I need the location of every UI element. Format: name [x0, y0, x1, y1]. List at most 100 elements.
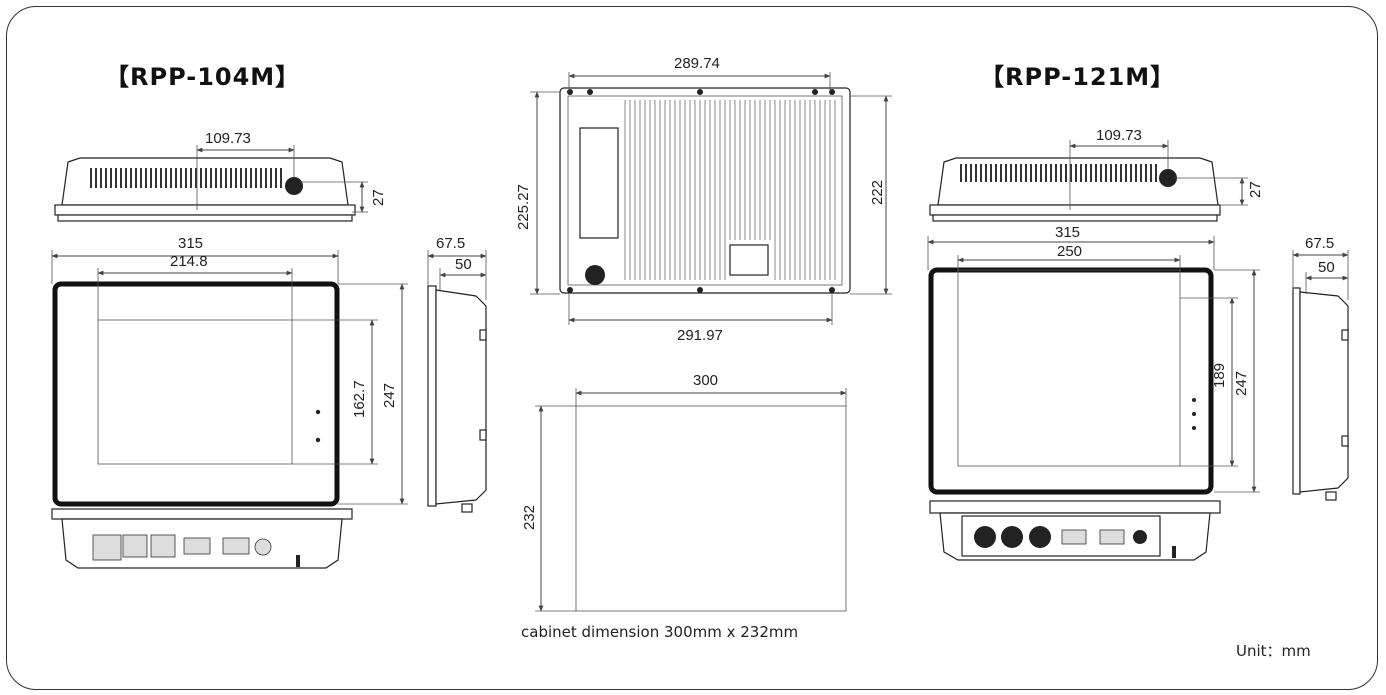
cooling-fin — [1050, 164, 1052, 182]
dim-rear-bottom-width: 291.97 — [677, 327, 723, 344]
cooling-fin — [195, 168, 197, 188]
cooling-fin — [970, 164, 972, 182]
cooling-fin — [275, 168, 277, 188]
cooling-fin — [1125, 164, 1127, 182]
cooling-fin — [135, 168, 137, 188]
cooling-fin — [1130, 164, 1132, 182]
cooling-fin — [175, 168, 177, 188]
dim-104m-front-width: 315 — [178, 235, 203, 252]
cooling-fin — [1105, 164, 1107, 182]
cooling-fin — [155, 168, 157, 188]
cooling-fin — [1135, 164, 1137, 182]
cooling-fin — [215, 168, 217, 188]
cooling-fin — [265, 168, 267, 188]
cooling-fin — [1090, 164, 1092, 182]
cooling-fin — [975, 164, 977, 182]
cooling-fin — [90, 168, 92, 188]
cooling-fin — [1060, 164, 1062, 182]
cooling-fin — [95, 168, 97, 188]
cooling-fin — [255, 168, 257, 188]
dim-104m-side-body: 50 — [455, 256, 472, 273]
cooling-fin — [105, 168, 107, 188]
dim-104m-screen-height: 162.7 — [351, 380, 368, 418]
cooling-fin — [225, 168, 227, 188]
cooling-fin — [1100, 164, 1102, 182]
dim-121m-top-width: 109.73 — [1096, 127, 1142, 144]
dim-104m-side-depth: 67.5 — [436, 235, 465, 252]
cooling-fin — [1120, 164, 1122, 182]
cooling-fin — [1080, 164, 1082, 182]
cooling-fin — [240, 168, 242, 188]
dim-cabinet-height: 232 — [521, 505, 538, 530]
dim-104m-top-width: 109.73 — [205, 130, 251, 147]
cooling-fin — [205, 168, 207, 188]
cooling-fin — [145, 168, 147, 188]
dim-rear-top-width: 289.74 — [674, 55, 720, 72]
rpp104m-side-view — [427, 250, 487, 513]
dim-121m-screen-height: 189 — [1211, 363, 1228, 388]
cooling-fin — [960, 164, 962, 182]
cooling-fin — [990, 164, 992, 182]
cooling-fin — [1005, 164, 1007, 182]
dim-121m-screen-width: 250 — [1057, 243, 1082, 260]
cooling-fin — [220, 168, 222, 188]
mounting-screw — [567, 287, 573, 293]
drawing-frame — [6, 6, 1378, 690]
cooling-fin — [200, 168, 202, 188]
cooling-fin — [190, 168, 192, 188]
cooling-fin — [1095, 164, 1097, 182]
cooling-fin — [1145, 164, 1147, 182]
cooling-fin — [1040, 164, 1042, 182]
mounting-screw — [587, 89, 593, 95]
unit-label: Unit：mm — [1236, 642, 1311, 660]
mounting-screw — [829, 287, 835, 293]
cooling-fin — [1115, 164, 1117, 182]
cooling-fin — [995, 164, 997, 182]
dim-121m-front-width: 315 — [1055, 224, 1080, 241]
cooling-fin — [120, 168, 122, 188]
rpp121m-front-view — [927, 236, 1260, 495]
cooling-fin — [1025, 164, 1027, 182]
mounting-screw — [697, 287, 703, 293]
dim-121m-front-height: 247 — [1233, 371, 1250, 396]
rpp121m-io-view — [929, 500, 1221, 561]
dim-104m-front-height: 247 — [381, 383, 398, 408]
mounting-screw — [697, 89, 703, 95]
dim-104m-screen-width: 214.8 — [170, 253, 208, 270]
dim-cabinet-width: 300 — [693, 372, 718, 389]
cooling-fin — [160, 168, 162, 188]
cooling-fin — [965, 164, 967, 182]
dim-121m-side-body: 50 — [1318, 259, 1335, 276]
cooling-fin — [1045, 164, 1047, 182]
cooling-fin — [1140, 164, 1142, 182]
title-rpp-121m: 【RPP-121M】 — [980, 63, 1175, 91]
mounting-screw — [812, 89, 818, 95]
cooling-fin — [1075, 164, 1077, 182]
cooling-fin — [170, 168, 172, 188]
cooling-fin — [115, 168, 117, 188]
rpp104m-io-view — [51, 508, 353, 569]
cooling-fin — [1035, 164, 1037, 182]
cooling-fin — [980, 164, 982, 182]
cooling-fin — [1030, 164, 1032, 182]
rpp121m-side-view — [1292, 250, 1349, 501]
cooling-fin — [1155, 164, 1157, 182]
cooling-fin — [1055, 164, 1057, 182]
dim-121m-side-depth: 67.5 — [1305, 235, 1334, 252]
cooling-fin — [280, 168, 282, 188]
cooling-fin — [1085, 164, 1087, 182]
cooling-fin — [260, 168, 262, 188]
title-rpp-104m: 【RPP-104M】 — [105, 63, 300, 91]
cooling-fin — [110, 168, 112, 188]
cooling-fin — [150, 168, 152, 188]
cooling-fin — [140, 168, 142, 188]
dim-rear-left-height: 225.27 — [515, 184, 532, 230]
cooling-fin — [230, 168, 232, 188]
cooling-fin — [985, 164, 987, 182]
dim-121m-top-height: 27 — [1247, 181, 1264, 198]
rpp121m-top-view — [929, 140, 1248, 222]
rpp104m-top-view — [54, 145, 368, 222]
cooling-fin — [235, 168, 237, 188]
rear-view — [530, 72, 892, 325]
